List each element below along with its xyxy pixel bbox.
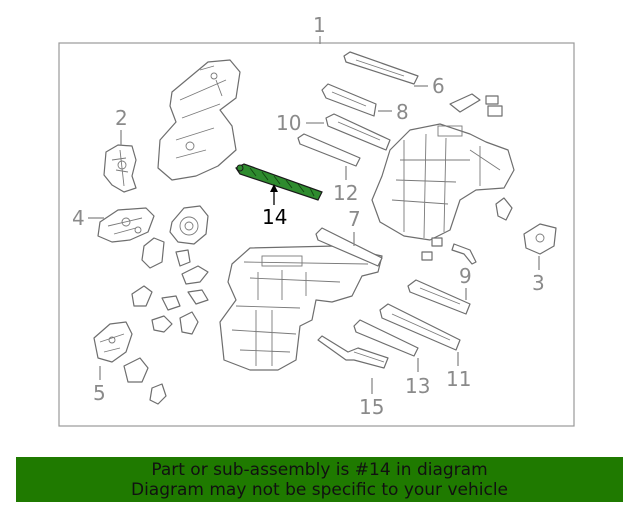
part-11 (379, 303, 461, 351)
blower-motor-part (169, 205, 209, 245)
right-hvac-assembly (371, 123, 515, 241)
part-7 (315, 227, 383, 267)
part-12 (297, 133, 361, 167)
small-clips-right (421, 237, 477, 265)
part-6 (343, 51, 419, 85)
center-heater-assembly (219, 245, 383, 371)
callout-10: 10 (276, 111, 301, 135)
info-banner: Part or sub-assembly is #14 in diagram D… (16, 457, 623, 502)
parts-diagram: 1 2 4 (58, 13, 575, 427)
small-clips-left (131, 237, 209, 335)
callout-2: 2 (115, 106, 128, 130)
diagram-frame (58, 42, 575, 427)
callout-8: 8 (396, 100, 409, 124)
callout-3: 3 (532, 271, 545, 295)
callout-12: 12 (333, 181, 358, 205)
small-parts-bottom-left (123, 357, 167, 405)
callout-13: 13 (405, 374, 430, 398)
part-14-highlighted (235, 163, 323, 201)
left-duct-assembly (157, 59, 241, 181)
part-9 (407, 279, 471, 315)
leader-14-arrow (270, 184, 278, 192)
part-4 (97, 207, 155, 243)
callout-5: 5 (93, 381, 106, 405)
part-3 (523, 223, 557, 255)
callout-7: 7 (348, 207, 361, 231)
callout-4: 4 (72, 206, 85, 230)
callout-1: 1 (313, 13, 326, 37)
banner-line-1: Part or sub-assembly is #14 in diagram (151, 459, 488, 480)
callout-6: 6 (432, 74, 445, 98)
part-13 (353, 319, 419, 357)
part-15 (317, 335, 389, 369)
part-8 (321, 83, 377, 117)
banner-line-2: Diagram may not be specific to your vehi… (130, 479, 508, 500)
callout-15: 15 (359, 395, 384, 419)
callout-11: 11 (446, 367, 471, 391)
part-5 (93, 321, 133, 363)
callout-9: 9 (459, 264, 472, 288)
small-parts-top-right (449, 93, 513, 221)
part-10 (325, 113, 391, 151)
callout-14: 14 (262, 205, 287, 229)
part-2 (103, 144, 137, 193)
